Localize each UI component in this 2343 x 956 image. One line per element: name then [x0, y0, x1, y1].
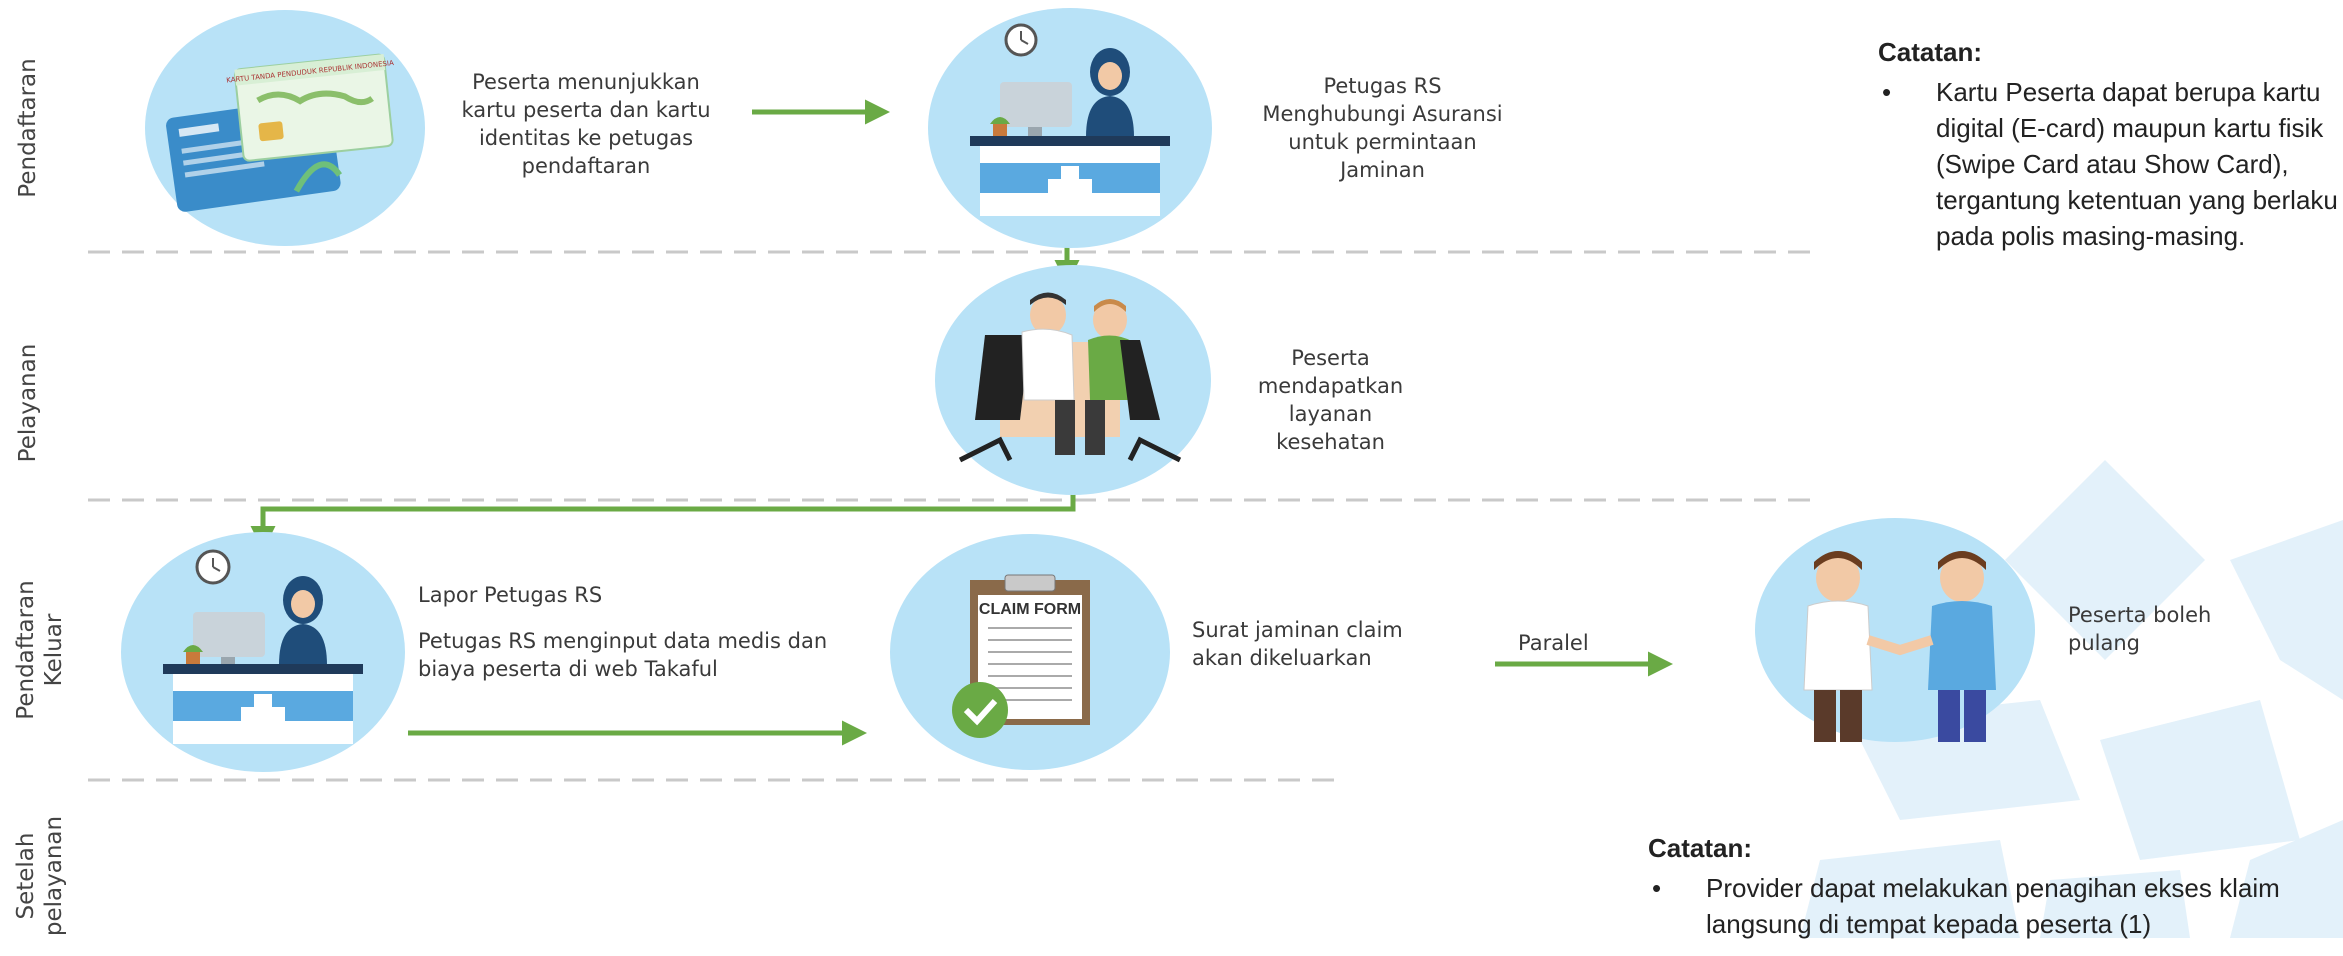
note-excess-billing: Catatan: Provider dapat melakukan penagi…: [1648, 830, 2308, 942]
handshake-icon: [1755, 518, 2035, 742]
step-claim-letter-text: Surat jaminan claim akan dikeluarkan: [1192, 618, 1403, 670]
step-report-title: Lapor Petugas RS: [418, 583, 603, 607]
note-item: Provider dapat melakukan penagihan ekses…: [1648, 870, 2308, 942]
reception-desk-icon-report: [121, 532, 405, 772]
step-report-desc: Petugas RS menginput data medis dan biay…: [418, 629, 828, 681]
note-item: Kartu Peserta dapat berupa kartu digital…: [1878, 74, 2338, 254]
step-hospital-staff-text: Petugas RS Menghubungi Asuransi untuk pe…: [1262, 74, 1503, 182]
claim-form-icon: CLAIM FORM: [890, 534, 1170, 770]
note-title: Catatan:: [1878, 37, 1983, 67]
lane-label-service: Pelayanan: [15, 343, 41, 463]
note-card-type: Catatan: Kartu Peserta dapat berupa kart…: [1878, 34, 2338, 254]
step-discharge-text: Peserta boleh pulang: [2068, 603, 2212, 655]
doctor-consultation-icon: [935, 265, 1211, 495]
note-list: Kartu Peserta dapat berupa kartu digital…: [1878, 74, 2338, 254]
step-registration-text: Peserta menunjukkan kartu peserta dan ka…: [461, 70, 711, 178]
id-card-icon: KARTU TANDA PENDUDUK REPUBLIK INDONESIA: [145, 10, 425, 246]
step-service-text: Peserta mendapatkan layanan kesehatan: [1257, 346, 1404, 454]
lane-label-registration: Pendaftaran: [15, 58, 41, 198]
flow-arrows: [250, 99, 1673, 746]
claim-form-label: CLAIM FORM: [979, 601, 1081, 618]
note-list: Provider dapat melakukan penagihan ekses…: [1648, 870, 2308, 942]
note-title: Catatan:: [1648, 833, 1753, 863]
lane-label-after-service: Setelah pelayanan: [13, 815, 67, 937]
lane-label-checkout: Pendaftaran Keluar: [13, 580, 67, 720]
reception-desk-icon: [928, 8, 1212, 248]
parallel-label: Paralel: [1518, 631, 1589, 655]
arrow-service-to-report: [250, 482, 1076, 551]
